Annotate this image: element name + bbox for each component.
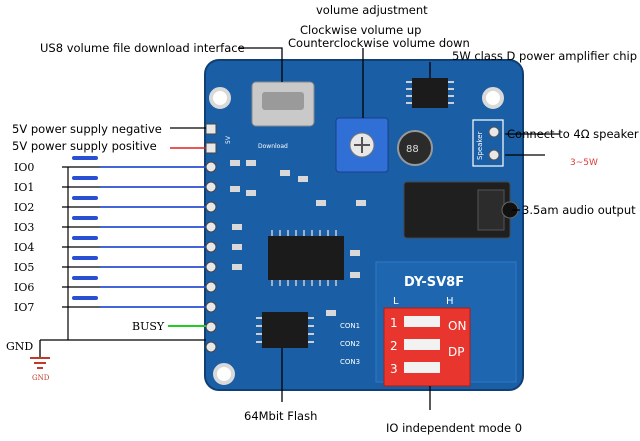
flash-label: 64Mbit Flash: [244, 409, 317, 423]
con-label: CON1: [340, 322, 360, 330]
io-mode-label: IO independent mode 0: [386, 421, 522, 435]
speaker-rating-label: 3~5W: [570, 158, 598, 168]
io-pin-label: IO5: [14, 261, 34, 274]
io-pin-label: IO2: [14, 201, 34, 214]
usb-download-label: US8 volume file download interface: [40, 41, 245, 55]
capacitor-label: 88: [406, 144, 419, 155]
board-model: DY-SV8F: [404, 275, 464, 290]
dip-high-label: H: [446, 296, 454, 307]
gnd-wire: [39, 339, 206, 358]
io-pin-label: IO0: [14, 161, 34, 174]
speaker-pad-icon: [488, 149, 500, 161]
amp-chip-label: 5W class D power amplifier chip: [452, 49, 637, 63]
io-pin-label: IO3: [14, 221, 34, 234]
main-chip: [268, 236, 344, 280]
capacitor: [397, 130, 433, 166]
gnd-label: GND: [6, 340, 33, 353]
speaker-silk-label: Speaker: [476, 131, 484, 160]
io-pin-label: IO7: [14, 301, 34, 314]
dip-low-label: L: [393, 296, 399, 307]
con-label: CON2: [340, 340, 360, 348]
callout-lines: [170, 47, 560, 410]
power-silk-label: 5V: [225, 135, 232, 144]
flash-chip: [262, 312, 308, 348]
supply-negative-label: 5V power supply negative: [12, 122, 162, 136]
dip-lever-3[interactable]: [404, 362, 440, 373]
smd-components: [230, 160, 366, 316]
ground-symbol-icon: [30, 357, 50, 369]
busy-label: BUSY: [132, 320, 165, 333]
gnd-symbol-label: GND: [32, 374, 50, 382]
supply-positive-label: 5V power supply positive: [12, 139, 157, 153]
clockwise-label: Clockwise volume up: [300, 23, 421, 37]
dip-dp-label: DP: [448, 345, 464, 359]
io-buttons: [62, 156, 206, 340]
io-pin-label: IO6: [14, 281, 34, 294]
usb-port-icon: [262, 92, 304, 110]
speaker-terminal-outline: [472, 119, 504, 167]
io-pin-label: IO4: [14, 241, 34, 254]
dip-number: 3: [390, 362, 398, 376]
speaker-pad-icon: [488, 126, 500, 138]
audio-output-label: 3.5am audio output: [522, 203, 636, 217]
dip-lever-2[interactable]: [404, 339, 440, 350]
dip-on-label: ON: [448, 319, 466, 333]
volume-adjustment-label: volume adjustment: [316, 3, 428, 17]
dip-number: 1: [390, 316, 398, 330]
io-pin-label: IO1: [14, 181, 34, 194]
amp-chip: [412, 78, 448, 108]
usb-silk-label: Download: [258, 143, 288, 150]
dip-number: 2: [390, 339, 398, 353]
con-label: CON3: [340, 358, 360, 366]
speaker-label: Connect to 4Ω speaker: [507, 127, 639, 141]
dip-lever-1[interactable]: [404, 316, 440, 327]
counterclockwise-label: Counterclockwise volume down: [288, 36, 470, 50]
